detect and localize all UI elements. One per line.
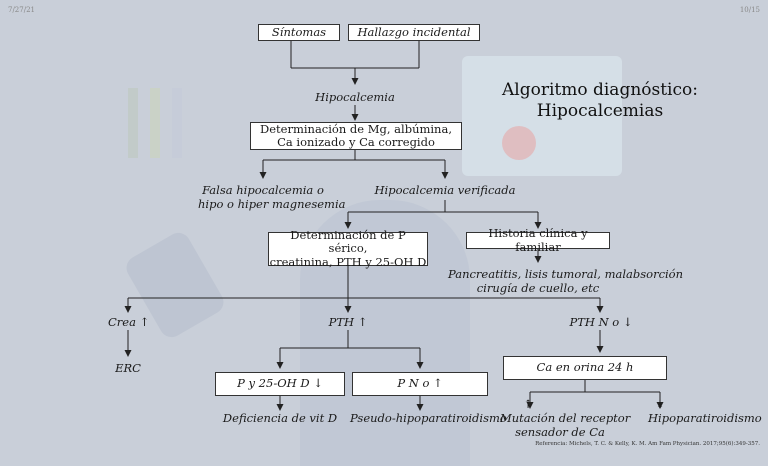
node-p-n: P N o ↑ [352, 372, 488, 396]
node-sintomas: Síntomas [258, 24, 340, 41]
label-hipoparatiroidismo: Hipoparatiroidismo [648, 411, 762, 425]
mutacion-line-2: sensador de Ca [515, 424, 605, 439]
label-crea: Crea ↑ [108, 315, 150, 329]
label-mutacion-receptor: Mutación del receptor sensador de Ca [500, 411, 631, 440]
label-pseudo-hipoparatiroidismo: Pseudo-hipoparatiroidismo [350, 411, 507, 425]
diagram-title: Algoritmo diagnóstico: Hipocalcemias [500, 80, 700, 123]
background-test-tubes-icon [128, 88, 186, 158]
falsa-line-1: Falsa hipocalcemia o [202, 183, 324, 197]
label-pancreatitis: Pancreatitis, lisis tumoral, malabsorció… [448, 267, 684, 296]
mutacion-line-1: Mutación del receptor [500, 411, 631, 425]
falsa-line-2: hipo o hiper magnesemia [198, 196, 346, 211]
node-p-25oh: P y 25-OH D ↓ [215, 372, 345, 396]
title-line-1: Algoritmo diagnóstico: [502, 80, 698, 100]
label-up-arrow: ↑ [523, 397, 533, 411]
label-hipocalcemia-verificada: Hipocalcemia verificada [374, 183, 516, 197]
background-medical-cross-icon [502, 126, 536, 160]
title-line-2: Hipocalcemias [536, 101, 664, 122]
node-ca-orina: Ca en orina 24 h [503, 356, 667, 380]
label-deficiencia-vit-d: Deficiencia de vit D [222, 411, 338, 425]
background-clipboard [462, 56, 622, 176]
label-down-arrow: ↓ [655, 397, 665, 411]
pancreatitis-line-1: Pancreatitis, lisis tumoral, malabsorció… [448, 267, 684, 281]
label-pth-up: PTH ↑ [328, 315, 368, 329]
node-historia-clinica: Historia clínica y familiar [466, 227, 610, 253]
corner-page: 10/15 [739, 6, 760, 14]
label-erc: ERC [115, 361, 141, 375]
node-determinacion-p: Determinación de P sérico, creatinina, P… [268, 228, 428, 269]
pancreatitis-line-2: cirugía de cuello, etc [476, 280, 600, 295]
label-falsa-hipocalcemia: Falsa hipocalcemia o hipo o hiper magnes… [198, 183, 346, 212]
corner-date: 7/27/21 [8, 6, 35, 14]
node-hallazgo-incidental: Hallazgo incidental [348, 24, 480, 41]
label-pth-n: PTH N o ↓ [569, 315, 633, 329]
determinacion-mg-line-2: Ca ionizado y Ca corregido [277, 135, 435, 149]
determinacion-p-line-2: creatinina, PTH y 25-OH D [269, 254, 427, 269]
determinacion-p-line-1: Determinación de P sérico, [290, 228, 406, 256]
reference-citation: Referencia: Michels, T. C. & Kelly, K. M… [535, 441, 760, 447]
node-determinacion-mg: Determinación de Mg, albúmina, Ca ioniza… [250, 122, 462, 150]
label-hipocalcemia: Hipocalcemia [315, 90, 395, 104]
determinacion-mg-line-1: Determinación de Mg, albúmina, [260, 121, 452, 136]
